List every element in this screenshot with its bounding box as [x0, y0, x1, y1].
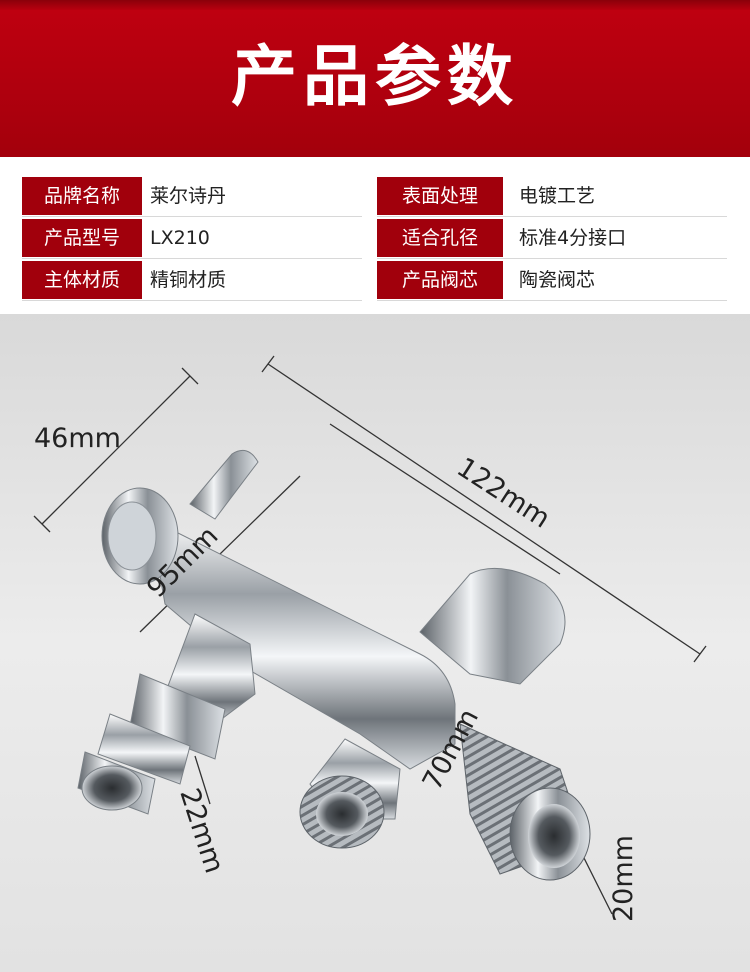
spec-value: 莱尔诗丹: [150, 185, 227, 207]
spec-value: 陶瓷阀芯: [519, 269, 596, 291]
dimension-thread-label: 20mm: [608, 835, 639, 922]
spec-row-brand: 品牌名称 莱尔诗丹: [22, 177, 362, 217]
product-photo: 46mm 122mm 95mm 22mm 70mm 20mm: [0, 314, 750, 972]
spec-label: 产品阀芯: [377, 261, 503, 299]
spec-row-valve-core: 产品阀芯 陶瓷阀芯: [377, 261, 727, 301]
spec-table: 品牌名称 莱尔诗丹 产品型号 LX210 主体材质 精铜材质 表面处理 电镀工艺…: [0, 157, 750, 314]
spec-value: 标准4分接口: [519, 227, 627, 249]
valve-illustration: [77, 449, 591, 881]
page-title: 产品参数: [231, 38, 519, 115]
spec-column-left: 品牌名称 莱尔诗丹 产品型号 LX210 主体材质 精铜材质: [22, 177, 362, 303]
spec-label: 主体材质: [22, 261, 142, 299]
spec-row-hole-size: 适合孔径 标准4分接口: [377, 219, 727, 259]
spec-value: 精铜材质: [150, 269, 227, 291]
header-banner: 产品参数: [0, 0, 750, 157]
spec-label: 品牌名称: [22, 177, 142, 215]
header-stripe: [0, 0, 750, 10]
spec-row-model: 产品型号 LX210: [22, 219, 362, 259]
spec-label: 表面处理: [377, 177, 503, 215]
spec-row-finish: 表面处理 电镀工艺: [377, 177, 727, 217]
spec-column-right: 表面处理 电镀工艺 适合孔径 标准4分接口 产品阀芯 陶瓷阀芯: [377, 177, 727, 303]
spec-label: 适合孔径: [377, 219, 503, 257]
spec-label: 产品型号: [22, 219, 142, 257]
spec-value: LX210: [150, 227, 210, 249]
spec-row-material: 主体材质 精铜材质: [22, 261, 362, 301]
dimension-height-label: 46mm: [34, 423, 121, 454]
spec-value: 电镀工艺: [519, 185, 596, 207]
